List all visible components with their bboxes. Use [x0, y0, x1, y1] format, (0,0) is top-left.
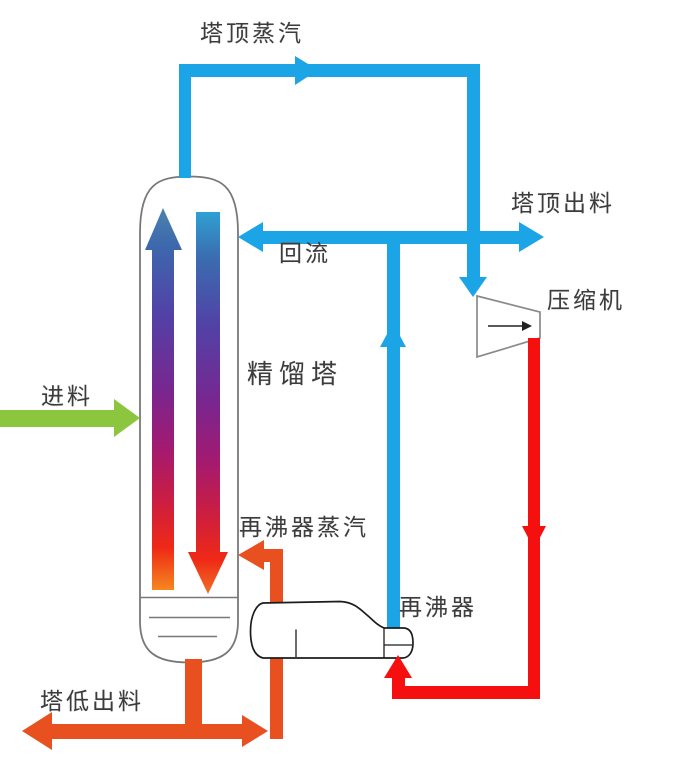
reboiler-steam-arrowhead — [238, 540, 264, 570]
compressor-discharge-pipe — [384, 338, 546, 699]
discharge-down-arrowhead — [522, 526, 546, 549]
top-steam-arrowhead — [295, 56, 318, 85]
reflux-product-pipe — [238, 222, 544, 252]
label-top-steam: 塔顶蒸汽 — [200, 21, 304, 46]
feed-line — [0, 410, 118, 427]
label-compressor: 压缩机 — [547, 288, 625, 313]
top-product-arrowhead — [519, 222, 544, 252]
discharge-bottom-run — [398, 686, 540, 699]
column-top-riser — [179, 64, 191, 178]
label-bottom-product: 塔低出料 — [40, 689, 144, 714]
label-reboiler: 再沸器 — [399, 595, 477, 620]
bottoms-to-reboiler-arrowhead — [242, 715, 268, 747]
top-steam-header — [179, 64, 480, 77]
reboiler-inlet-stub — [392, 676, 405, 699]
discharge-downcomer — [528, 338, 540, 698]
reboiler-symbol — [249, 600, 414, 659]
reboiler-steam-elbow — [260, 549, 282, 562]
liquid-down-gradient-bar — [188, 212, 228, 594]
compressor-inlet-arrowhead — [459, 277, 487, 297]
label-reflux: 回流 — [279, 241, 331, 266]
compressor-symbol — [476, 294, 541, 359]
bottoms-out-arrowhead — [22, 712, 52, 750]
up-flow-arrowhead — [380, 323, 406, 347]
column-bottom-downcomer — [185, 659, 202, 732]
compressor-inlet-drop — [467, 64, 480, 278]
feed-arrow — [0, 399, 140, 437]
label-feed: 进料 — [41, 384, 93, 409]
bottoms-header — [46, 724, 246, 739]
condensate-return-line — [387, 237, 400, 628]
condensate-return-pipe — [380, 237, 406, 628]
reflux-product-header — [258, 231, 520, 244]
overhead-vapor-pipe — [179, 56, 487, 297]
compressor-flow-arrowhead — [522, 321, 532, 331]
label-column: 精馏塔 — [247, 360, 344, 389]
reflux-arrowhead — [238, 222, 263, 252]
vapor-up-gradient-bar — [145, 208, 182, 590]
bottoms-product-pipe — [22, 659, 268, 750]
label-reboiler-steam: 再沸器蒸汽 — [239, 515, 369, 540]
reboiler-inlet-arrowhead — [384, 655, 412, 678]
reboiler-body — [249, 600, 414, 659]
feed-arrowhead — [114, 399, 140, 437]
label-top-product: 塔顶出料 — [511, 191, 615, 216]
